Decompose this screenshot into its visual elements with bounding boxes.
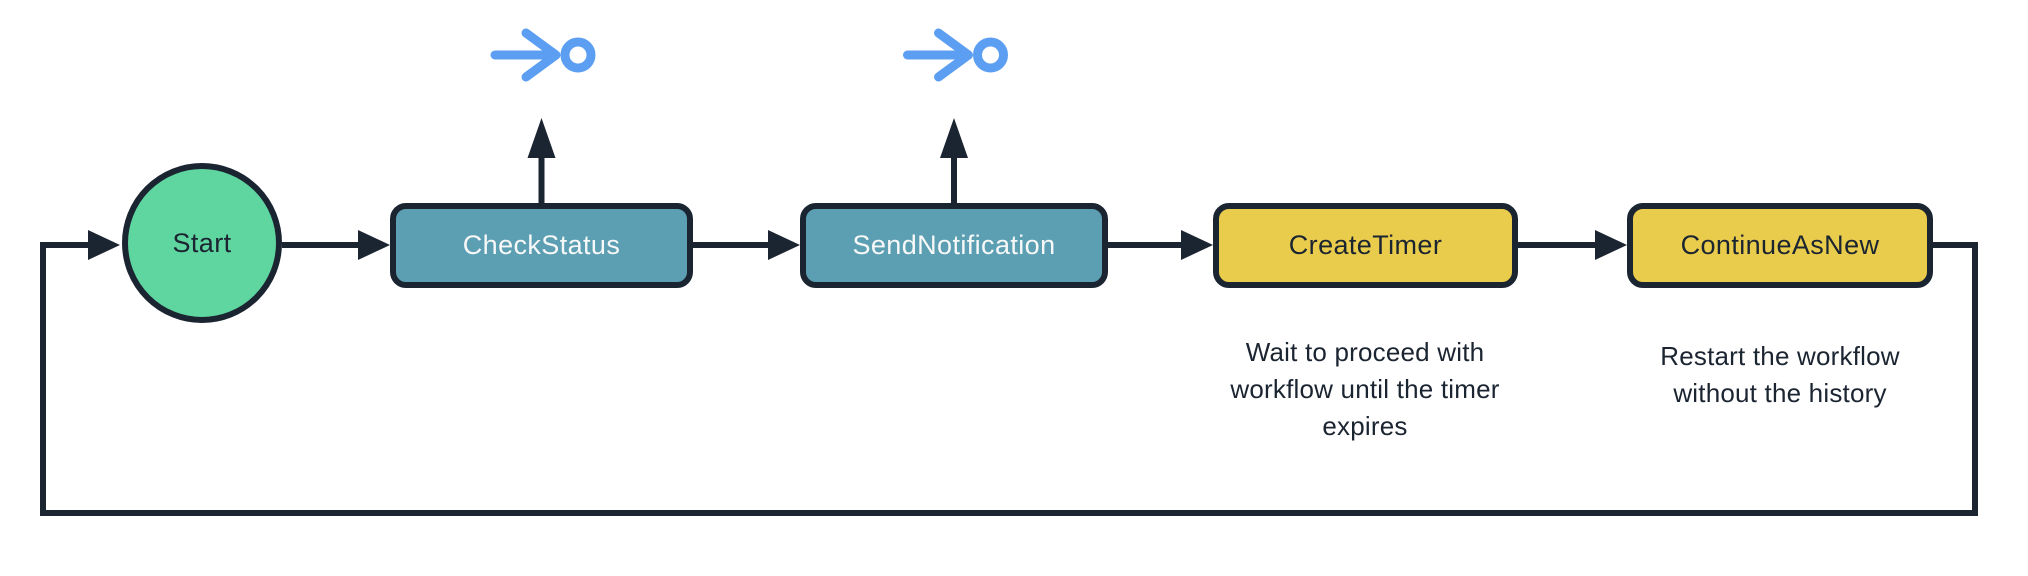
node-continueasnew-label: ContinueAsNew	[1680, 230, 1880, 260]
signal-arrow-head	[934, 28, 973, 82]
arrowhead-up-sendnotification-icon	[940, 118, 968, 158]
signal-icon	[903, 28, 1008, 82]
node-checkstatus: CheckStatus	[390, 203, 693, 288]
arrowhead-into-sendnotification-icon	[768, 230, 800, 260]
createtimer-description: Wait to proceed with workflow until the …	[1230, 337, 1500, 441]
node-sendnotification-label: SendNotification	[852, 230, 1056, 260]
start-node: Start	[122, 163, 282, 323]
arrowhead-into-checkstatus-icon	[358, 230, 390, 260]
signal-target-circle	[560, 37, 596, 73]
node-checkstatus-label: CheckStatus	[462, 230, 621, 260]
loop-back-connector	[40, 242, 1978, 516]
signal-icon	[490, 28, 596, 82]
node-createtimer-label: CreateTimer	[1288, 230, 1443, 260]
node-continueasnew: ContinueAsNew	[1627, 203, 1933, 288]
node-createtimer: CreateTimer	[1213, 203, 1518, 288]
arrowhead-into-createtimer-icon	[1181, 230, 1213, 260]
start-node-label: Start	[172, 227, 232, 258]
arrowhead-into-start-icon	[88, 230, 120, 260]
node-sendnotification: SendNotification	[800, 203, 1108, 288]
signal-target-circle	[973, 37, 1008, 73]
signal-arrow-head	[521, 28, 561, 82]
arrowhead-up-checkstatus-icon	[527, 118, 556, 158]
arrowhead-into-continueasnew-icon	[1595, 230, 1627, 260]
continueasnew-description: Restart the workflow without the history	[1660, 341, 1900, 408]
